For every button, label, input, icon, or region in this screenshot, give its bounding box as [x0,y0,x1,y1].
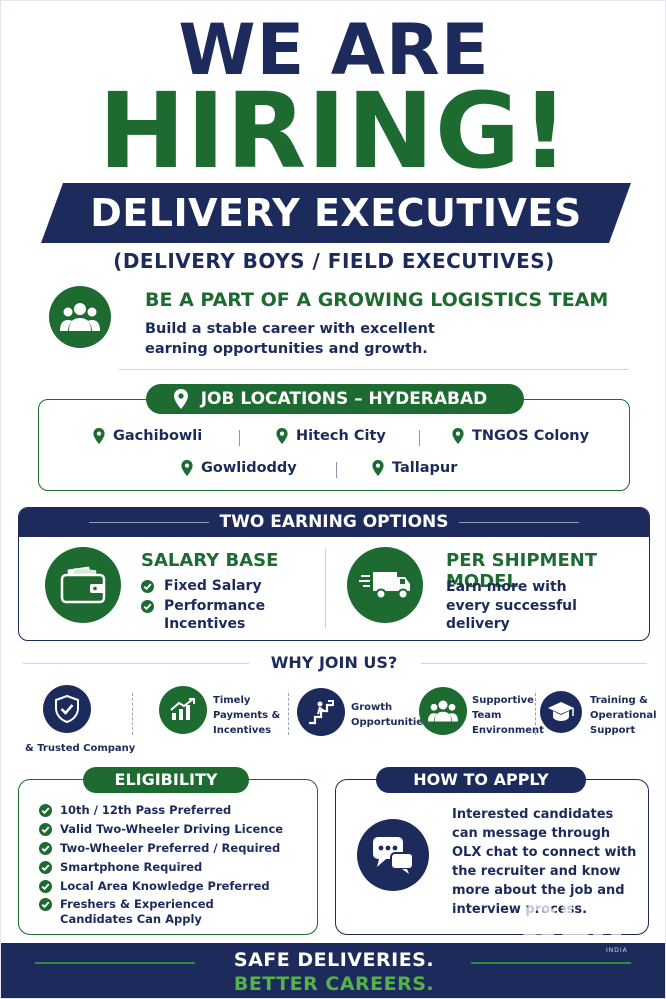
shipment-title: PER SHIPMENT MODEL [446,550,598,592]
location-pin-icon [93,428,105,444]
check-icon [141,579,154,593]
location-pin-icon [181,460,193,476]
eligibility-item: 10th / 12th Pass Preferred [39,803,231,818]
locations-title: JOB LOCATIONS – HYDERABAD [200,389,488,409]
earning-header: TWO EARNING OPTIONS [19,508,649,537]
apply-text: Interested candidates can message throug… [452,807,637,917]
footer-line [35,962,195,964]
check-icon [39,842,52,855]
graduation-cap-icon [540,691,582,733]
location-pin-icon [372,460,384,476]
headline-line1: WE ARE [178,9,490,91]
footer-bar [1,943,665,998]
locations-header: JOB LOCATIONS – HYDERABAD [146,384,524,414]
divider [421,663,647,664]
why-item-payments: Timely Payments & Incentives [213,695,281,736]
check-icon [39,804,52,817]
wallet-icon [45,547,121,623]
eligibility-item: Valid Two-Wheeler Driving Licence [39,822,283,837]
salary-point-continued: Incentives [164,616,246,632]
olx-logo: OLX [517,895,627,953]
separator [535,693,536,735]
olx-watermark: OLX INDIA [506,897,636,957]
role-subtitle: (DELIVERY BOYS / FIELD EXECUTIVES) [113,249,555,273]
location-name: Gowlidoddy [201,460,297,476]
why-item-team: Supportive Team Environment [472,695,544,736]
check-icon [141,599,154,613]
location-pin-icon [174,389,188,419]
eligibility-title: ELIGIBILITY [83,767,249,793]
check-icon [39,898,52,911]
location-item: Tallapur [372,460,457,476]
role-ribbon: DELIVERY EXECUTIVES [41,183,631,243]
salary-point: Performance [141,597,265,615]
earning-title: TWO EARNING OPTIONS [219,512,449,532]
separator [132,693,133,735]
footer-line [471,962,631,964]
separator [239,430,240,446]
why-item-trusted: & Trusted Company [25,743,136,754]
team-support-icon [419,687,467,735]
pitch-text: Build a stable career with excellent ear… [145,321,435,357]
role-title: DELIVERY EXECUTIVES [90,191,582,235]
location-item: Hitech City [276,428,386,444]
eligibility-item: Local Area Knowledge Preferred [39,879,270,894]
check-icon [39,823,52,836]
location-item: Gachibowli [93,428,202,444]
shipment-text: delivery [446,616,510,632]
separator [419,430,420,446]
olx-region: INDIA [606,947,628,954]
check-icon [39,880,52,893]
pitch-title: BE A PART OF A GROWING LOGISTICS TEAM [145,289,609,311]
location-item: TNGOS Colony [452,428,589,444]
growth-chart-icon [159,686,207,734]
salary-title: SALARY BASE [141,550,279,571]
location-name: Tallapur [392,460,458,476]
location-name: Hitech City [296,428,386,444]
salary-point: Fixed Salary [141,577,262,595]
apply-title: HOW TO APPLY [376,767,586,793]
separator [288,693,289,735]
shield-check-icon [43,685,91,733]
location-pin-icon [276,428,288,444]
eligibility-item: Freshers & Experienced Candidates Can Ap… [39,897,239,927]
why-title: WHY JOIN US? [270,653,398,672]
shipment-text: every successful [446,598,577,614]
headline-line2: HIRING! [98,70,570,192]
location-pin-icon [452,428,464,444]
earning-panel: TWO EARNING OPTIONS [18,507,650,641]
delivery-truck-icon [347,547,423,623]
location-item: Gowlidoddy [181,460,297,476]
team-icon [49,286,111,348]
divider [325,549,326,629]
eligibility-item: Smartphone Required [39,860,202,875]
career-growth-icon [297,688,345,736]
location-name: Gachibowli [113,428,203,444]
divider [119,369,629,370]
divider [23,663,249,664]
chat-icon [357,819,429,891]
footer-line2: BETTER CAREERS. [233,973,435,995]
why-item-training: Training & Operational Support [590,695,657,736]
location-name: TNGOS Colony [472,428,590,444]
check-icon [39,861,52,874]
separator [336,462,337,478]
footer-line1: SAFE DELIVERIES. [233,949,435,971]
shipment-text: Earn more with [446,579,567,595]
eligibility-item: Two-Wheeler Preferred / Required [39,841,280,856]
why-item-growth: Growth Opportunities [351,702,430,728]
